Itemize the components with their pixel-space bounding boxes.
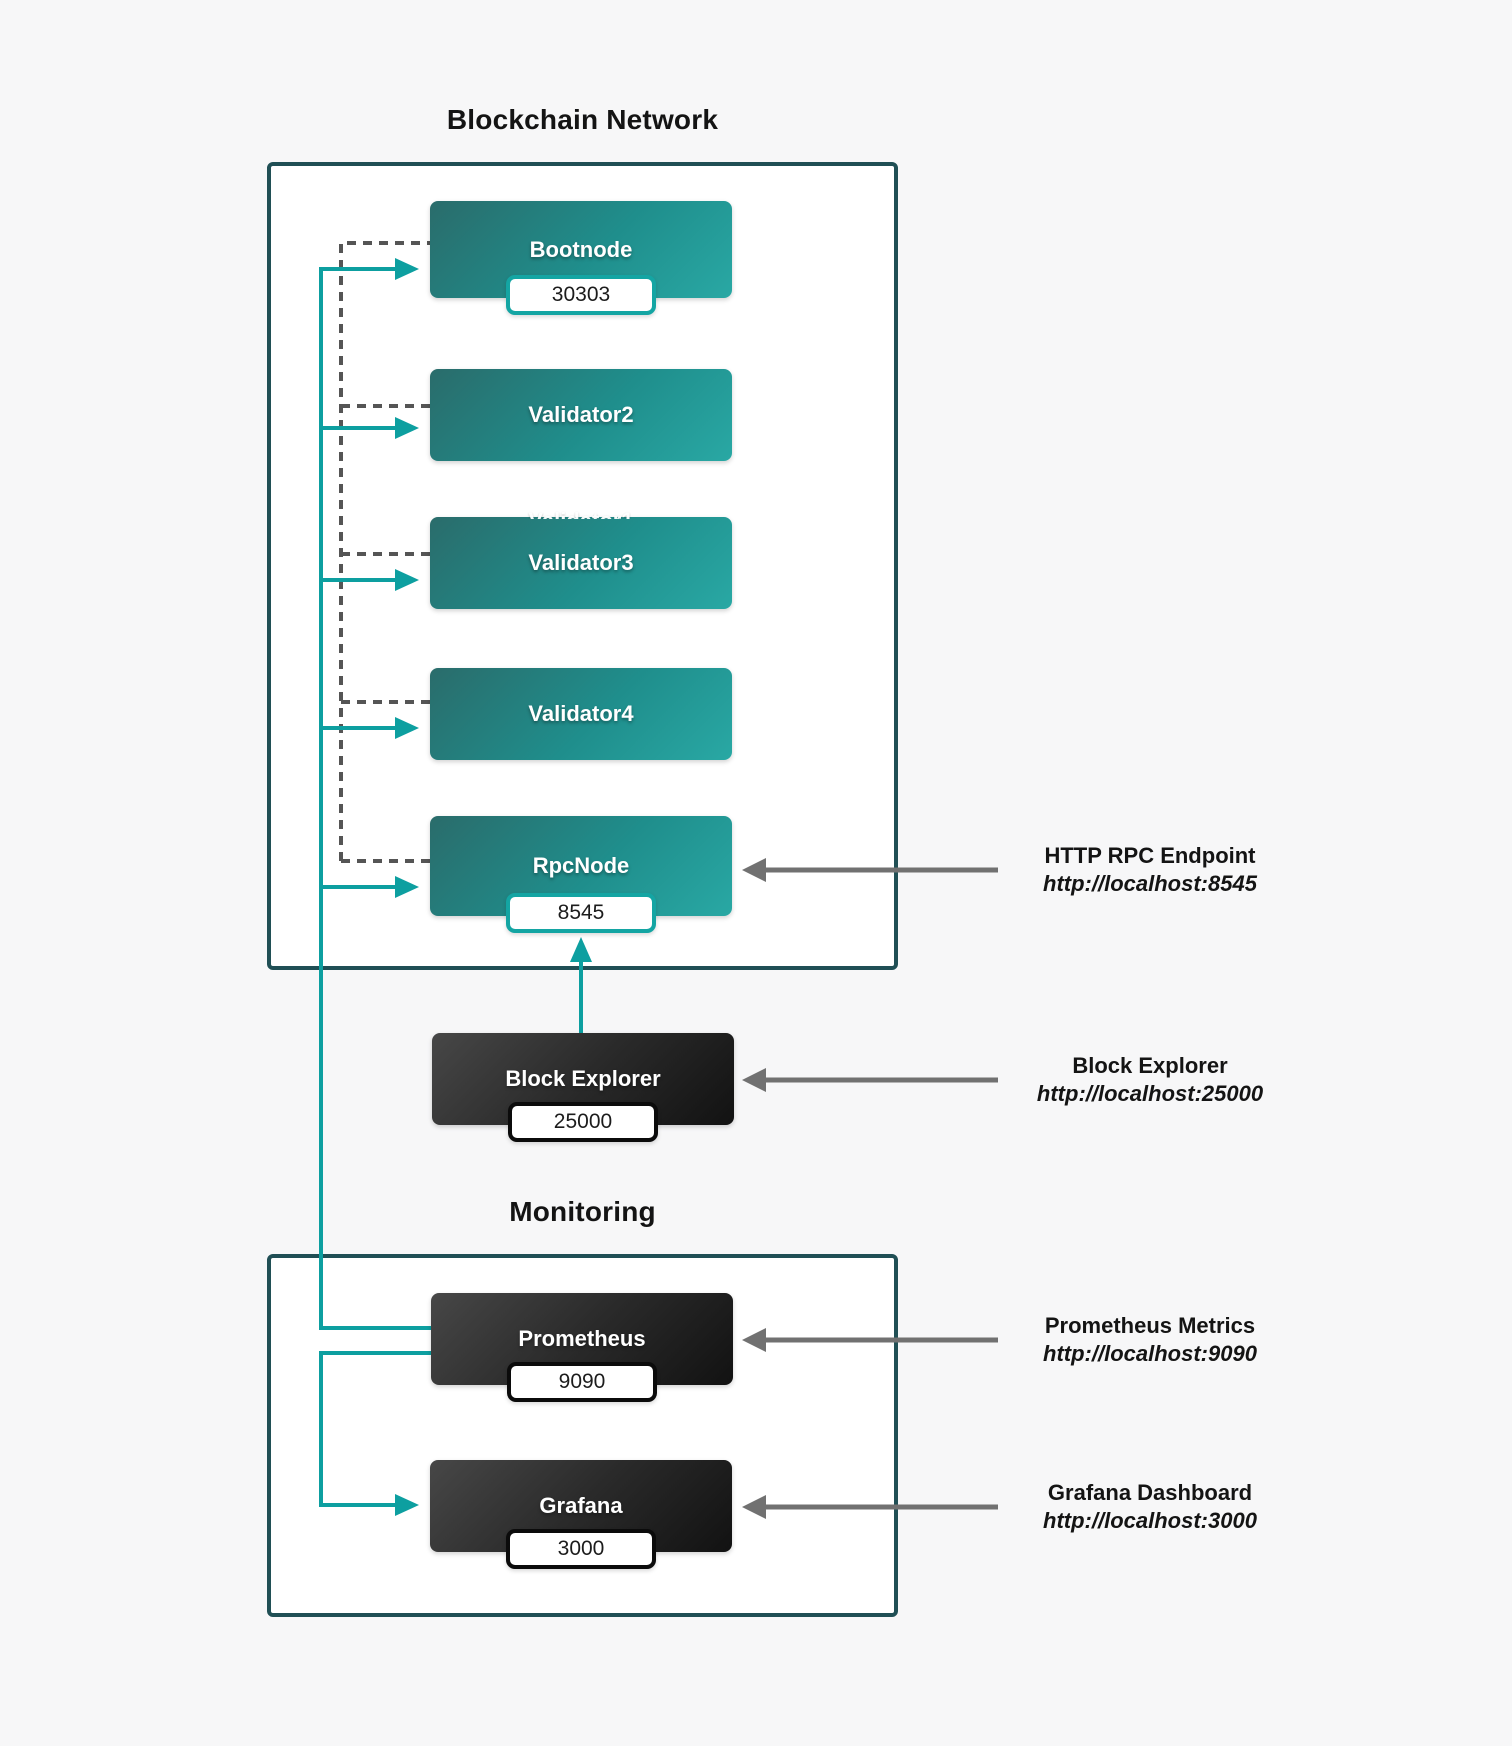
annotation-title: Prometheus Metrics — [1044, 1313, 1256, 1338]
annotation-title: Block Explorer — [1072, 1053, 1228, 1078]
node-validator3: Validator3 — [430, 517, 732, 609]
port-badge-prometheus: 9090 — [507, 1362, 657, 1402]
port-badge-block-explorer: 25000 — [508, 1102, 658, 1142]
monitoring-title: Monitoring — [509, 1196, 656, 1227]
node-label: RpcNode — [532, 853, 630, 878]
node-validator4: Validator4 — [430, 668, 732, 760]
annotation-url: http://localhost:3000 — [1043, 1508, 1257, 1533]
annotation-url: http://localhost:9090 — [1043, 1341, 1257, 1366]
node-label: Block Explorer — [505, 1066, 661, 1091]
node-prometheus: Prometheus 9090 — [431, 1293, 733, 1402]
arrowhead-explorer-annotation — [742, 1068, 766, 1092]
annotation-title: Grafana Dashboard — [1047, 1480, 1253, 1505]
node-label: Grafana — [539, 1493, 623, 1518]
annotation-prometheus-metrics: Prometheus Metrics http://localhost:9090 — [980, 1312, 1320, 1368]
node-grafana: Grafana 3000 — [430, 1460, 732, 1569]
port-badge-rpcnode: 8545 — [506, 893, 656, 933]
port-badge-grafana: 3000 — [506, 1529, 656, 1569]
node-label: Prometheus — [518, 1326, 646, 1351]
annotation-url: http://localhost:8545 — [1043, 871, 1257, 896]
node-label: Validator4 — [528, 701, 634, 726]
node-rpcnode: RpcNode 8545 — [430, 816, 732, 933]
annotation-http-rpc-endpoint: HTTP RPC Endpoint http://localhost:8545 — [980, 842, 1320, 898]
node-label: Validator3 — [528, 550, 634, 575]
annotation-title: HTTP RPC Endpoint — [1044, 843, 1256, 868]
node-validator2: Validator2 — [430, 369, 732, 461]
node-bootnode: Bootnode 30303 — [430, 201, 732, 315]
node-block-explorer: Block Explorer 25000 — [432, 1033, 734, 1142]
annotation-url: http://localhost:25000 — [1036, 1081, 1264, 1106]
node-label: Bootnode — [529, 236, 633, 262]
annotation-grafana-dashboard: Grafana Dashboard http://localhost:3000 — [980, 1479, 1320, 1535]
blockchain-network-title: Blockchain Network — [446, 104, 719, 135]
annotation-block-explorer: Block Explorer http://localhost:25000 — [980, 1052, 1320, 1108]
node-label: Validator2 — [528, 402, 634, 427]
port-badge-bootnode: 30303 — [506, 275, 656, 315]
